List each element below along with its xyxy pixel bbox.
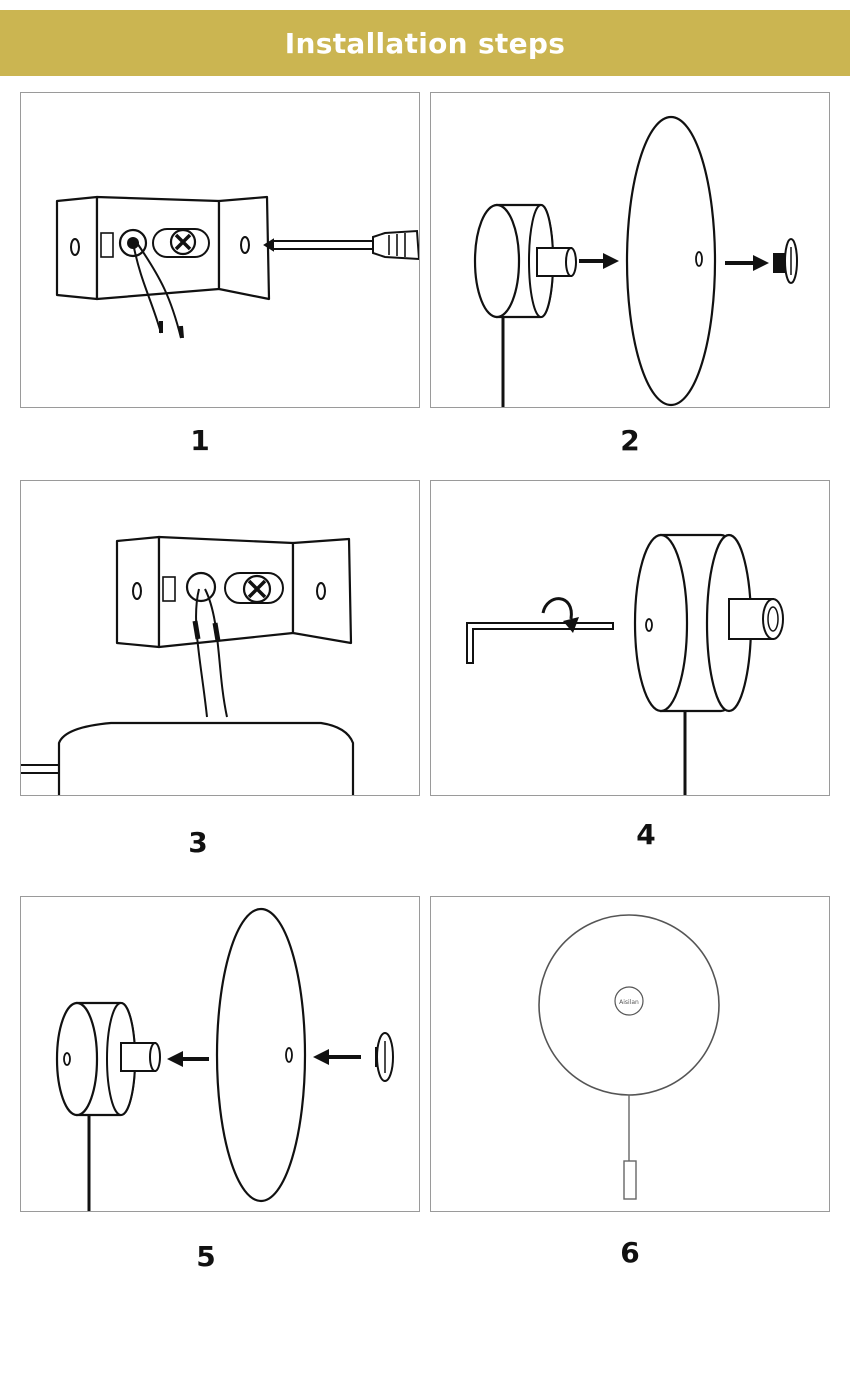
- brand-logo-badge: [614, 986, 644, 1016]
- step-6-panel: Aisilan: [430, 896, 830, 1212]
- step-6-number: 6: [620, 1236, 640, 1269]
- step-5-illustration: [55, 907, 394, 1211]
- step-6-illustration: Aisilan: [538, 914, 720, 1200]
- title-banner: Installation steps: [0, 10, 850, 76]
- step-3-illustration: [21, 535, 355, 795]
- step-2-illustration: [473, 115, 798, 407]
- step-5-number: 5: [196, 1240, 216, 1273]
- step-3-panel: [20, 480, 420, 796]
- step-2-number: 2: [620, 424, 640, 457]
- step-1-illustration: [55, 195, 419, 339]
- brand-logo-text: Aisilan: [619, 999, 639, 1006]
- step-3-number: 3: [188, 826, 208, 859]
- step-4-number: 4: [636, 818, 656, 851]
- page-title: Installation steps: [284, 26, 566, 60]
- step-2-panel: [430, 92, 830, 408]
- step-4-illustration: [466, 533, 784, 795]
- step-5-panel: [20, 896, 420, 1212]
- step-1-panel: [20, 92, 420, 408]
- step-4-panel: [430, 480, 830, 796]
- step-1-number: 1: [190, 424, 210, 457]
